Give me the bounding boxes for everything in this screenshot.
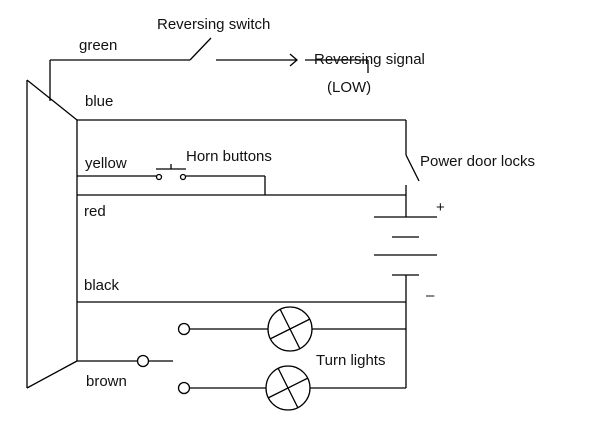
label-blue: blue	[85, 93, 113, 110]
label-battery-negative: –	[426, 287, 435, 304]
label-red: red	[84, 203, 106, 220]
label-horn-buttons: Horn buttons	[186, 148, 272, 165]
reversing-switch	[189, 37, 212, 61]
brown-wire	[77, 354, 173, 368]
label-reversing-switch: Reversing switch	[157, 16, 270, 33]
reversing-signal-arrow	[216, 53, 369, 73]
label-power-door-locks: Power door locks	[420, 153, 535, 170]
green-wire	[49, 59, 190, 101]
connector-block	[26, 79, 78, 389]
yellow-wire	[77, 175, 266, 195]
power-door-locks-switch	[405, 154, 420, 182]
label-yellow: yellow	[85, 155, 127, 172]
label-turn-lights: Turn lights	[316, 352, 385, 369]
turn-light-lower	[177, 365, 406, 411]
battery	[374, 216, 437, 388]
horn-button	[155, 164, 187, 181]
turn-light-upper	[177, 306, 406, 352]
label-reversing-signal-level: (LOW)	[327, 79, 371, 96]
label-brown: brown	[86, 373, 127, 390]
label-black: black	[84, 277, 120, 294]
red-wire	[77, 185, 407, 217]
label-battery-positive: +	[436, 199, 445, 216]
blue-wire	[77, 119, 407, 155]
label-green: green	[79, 37, 117, 54]
label-reversing-signal: Reversing signal	[314, 51, 425, 68]
